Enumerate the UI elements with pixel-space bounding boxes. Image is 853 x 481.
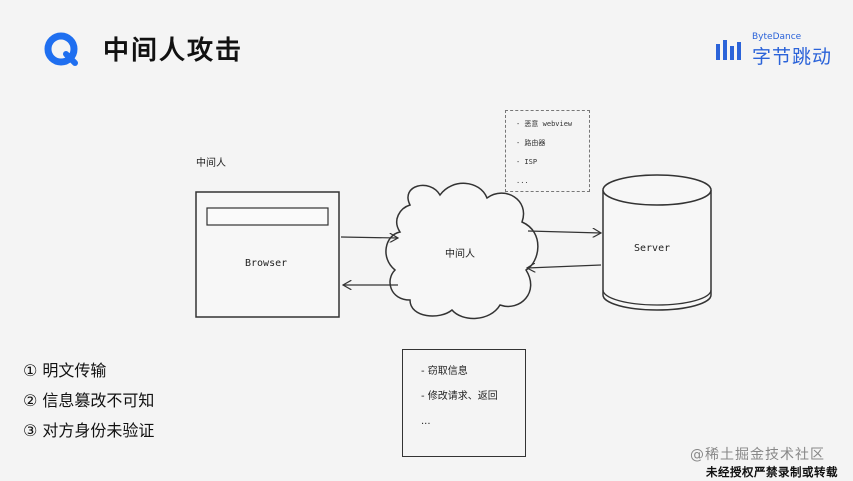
list-item: - 修改请求、返回 bbox=[421, 391, 498, 402]
brand-name-en: ByteDance bbox=[752, 32, 802, 42]
watermark-community: @稀土掘金技术社区 bbox=[690, 447, 825, 463]
watermark-copyright: 未经授权严禁录制或转载 bbox=[706, 465, 838, 479]
list-item: - ISP bbox=[516, 158, 538, 166]
arrow-server-to-mitm bbox=[527, 265, 602, 268]
list-item: ③ 对方身份未验证 bbox=[23, 421, 155, 440]
arrow-mitm-to-server bbox=[527, 231, 601, 233]
arrow-browser-to-mitm bbox=[340, 237, 398, 238]
list-item: ... bbox=[516, 177, 529, 185]
mitm-actions-box: - 窃取信息 - 修改请求、返回 ... bbox=[402, 349, 526, 457]
mitm-sources-box: - 恶意 webview - 路由器 - ISP ... bbox=[505, 110, 590, 192]
list-item: - 窃取信息 bbox=[421, 366, 468, 377]
mitm-top-label: 中间人 bbox=[196, 158, 226, 169]
browser-label: Browser bbox=[245, 258, 288, 269]
page-title: 中间人攻击 bbox=[103, 36, 244, 66]
bytedance-bars-icon bbox=[716, 40, 741, 60]
brand-name-cn: 字节跳动 bbox=[752, 46, 833, 68]
list-item: - 路由器 bbox=[516, 139, 546, 147]
risk-points-list: ① 明文传输 ② 信息篡改不可知 ③ 对方身份未验证 bbox=[23, 356, 154, 446]
server-cylinder bbox=[602, 190, 712, 311]
list-item: ... bbox=[421, 416, 431, 427]
mitm-cloud bbox=[385, 182, 539, 320]
logo-icon bbox=[44, 32, 78, 66]
browser-address-bar bbox=[206, 207, 329, 226]
cloud-label: 中间人 bbox=[445, 249, 475, 260]
list-item: - 恶意 webview bbox=[516, 120, 573, 128]
server-label: Server bbox=[634, 243, 671, 254]
list-item: ① 明文传输 bbox=[23, 361, 107, 380]
server-top bbox=[602, 174, 712, 206]
list-item: ② 信息篡改不可知 bbox=[23, 391, 155, 410]
